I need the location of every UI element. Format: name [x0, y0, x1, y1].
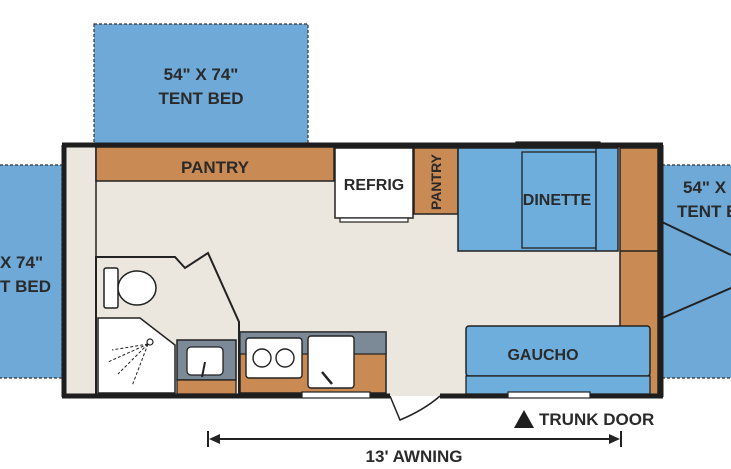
toilet [103, 267, 157, 309]
tent-bed-left-label: T BED [0, 277, 51, 296]
bathroom [95, 251, 240, 396]
pantry-label: PANTRY [181, 158, 250, 177]
bathroom-sink [176, 339, 237, 395]
tent-bed-left: X 74" T BED [0, 164, 63, 379]
dinette-label: DINETTE [523, 192, 592, 209]
tent-bed-right: 54" X TENT B [661, 164, 731, 379]
trunk-door-marker: TRUNK DOOR [514, 410, 654, 429]
pantry-cabinet: PANTRY [95, 146, 335, 182]
small-pantry: PANTRY [413, 147, 459, 215]
awning-arrow-left-icon [209, 434, 220, 444]
awning-label: 13' AWNING [366, 447, 463, 466]
refrigerator: REFRIG [334, 147, 414, 223]
gaucho-label: GAUCHO [507, 347, 578, 364]
kitchen-counter [239, 331, 387, 394]
refrig-label: REFRIG [344, 177, 404, 194]
tent-bed-right-size: 54" X [683, 178, 727, 197]
stove [245, 337, 303, 379]
awning-arrow-right-icon [609, 434, 620, 444]
gaucho: GAUCHO [465, 325, 651, 395]
kitchen-sink [307, 335, 355, 389]
front-wall-panel [63, 144, 97, 398]
window-bottom [301, 391, 371, 399]
trunk-door-triangle-icon [514, 410, 534, 428]
tent-bed-top-label: TENT BED [159, 89, 244, 108]
window-gaucho [507, 391, 591, 399]
tent-bed-left-size: X 74" [0, 253, 43, 272]
tent-bed-top-size: 54" X 74" [164, 65, 239, 84]
shower [97, 317, 176, 394]
tent-bed-top: 54" X 74" TENT BED [93, 23, 309, 145]
trunk-door-label: TRUNK DOOR [539, 410, 654, 429]
dinette: DINETTE [457, 141, 619, 252]
awning-dimension: 13' AWNING [207, 431, 622, 466]
tent-bed-right-label: TENT B [677, 202, 731, 221]
entry-door [389, 395, 441, 421]
small-pantry-label: PANTRY [428, 153, 444, 210]
